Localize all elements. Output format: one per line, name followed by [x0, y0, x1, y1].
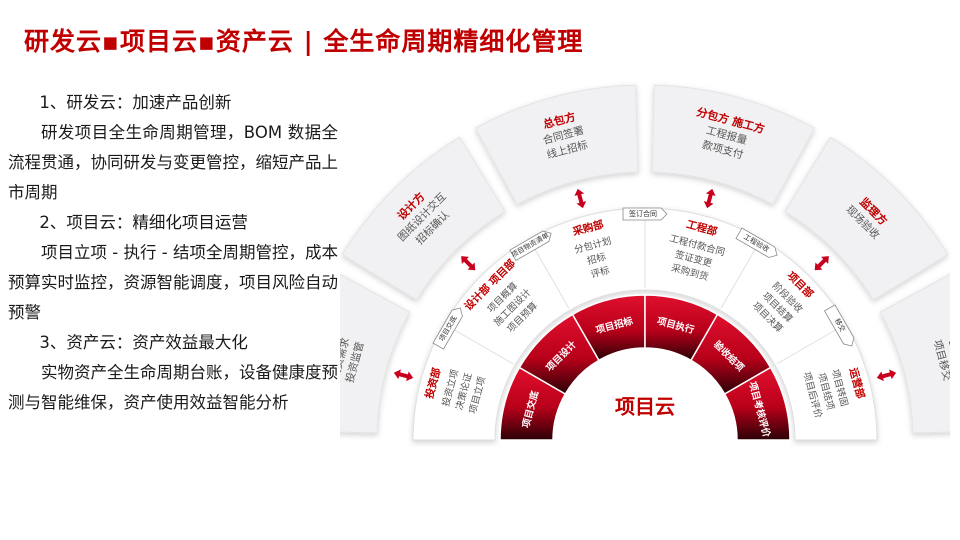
- page-title: 研发云▪项目云▪资产云 | 全生命周期精细化管理: [24, 27, 584, 56]
- double-arrow-icon: [393, 369, 414, 382]
- section-2-body: 项目立项 - 执行 - 结项全周期管控，成本预算实时监控，资源智能调度，项目风险…: [8, 243, 338, 322]
- phase-segment: 项目招标: [571, 294, 646, 362]
- double-arrow-icon: [876, 369, 897, 382]
- double-arrow-icon: [814, 256, 829, 271]
- flow-tag-label: 签订合同: [629, 209, 657, 218]
- flow-tag: 签订合同: [622, 207, 668, 221]
- phase-segment: 项目执行: [644, 294, 719, 362]
- phase-segment: 验收结项: [689, 313, 772, 396]
- double-arrow-icon: [574, 188, 587, 209]
- double-arrow-icon: [703, 188, 716, 209]
- phase-segment: 项目考核评价: [723, 366, 791, 441]
- description-panel: 1、研发云：加速产品创新 研发项目全生命周期管理，BOM 数据全流程贯通，协同研…: [8, 88, 338, 418]
- department-item: 招标: [586, 251, 608, 268]
- phase-segment: 项目交底: [499, 366, 567, 441]
- section-1-heading: 1、研发云：加速产品创新: [39, 93, 232, 112]
- section-3-body: 实物资产全生命周期台账，设备健康度预测与智能维保，资产使用效益智能分析: [8, 363, 338, 412]
- outer-card: 业主方项目移交: [879, 273, 950, 434]
- section-2-heading: 2、项目云：精细化项目运营: [39, 213, 248, 232]
- double-arrow-icon: [461, 256, 476, 271]
- outer-card: 业主方投资需求投资监管: [340, 273, 411, 434]
- flow-tag: 移交: [823, 304, 855, 347]
- section-1-body: 研发项目全生命周期管理，BOM 数据全流程贯通，协同研发与变更管控，缩短产品上市…: [8, 123, 338, 202]
- section-3-heading: 3、资产云：资产效益最大化: [39, 333, 248, 352]
- project-cloud-diagram: 业主方投资需求投资监管设计方图纸设计交互招标确认总包方合同签署线上招标分包方 施…: [340, 84, 950, 441]
- department-item: 评标: [589, 264, 611, 281]
- center-label: 项目云: [615, 395, 675, 419]
